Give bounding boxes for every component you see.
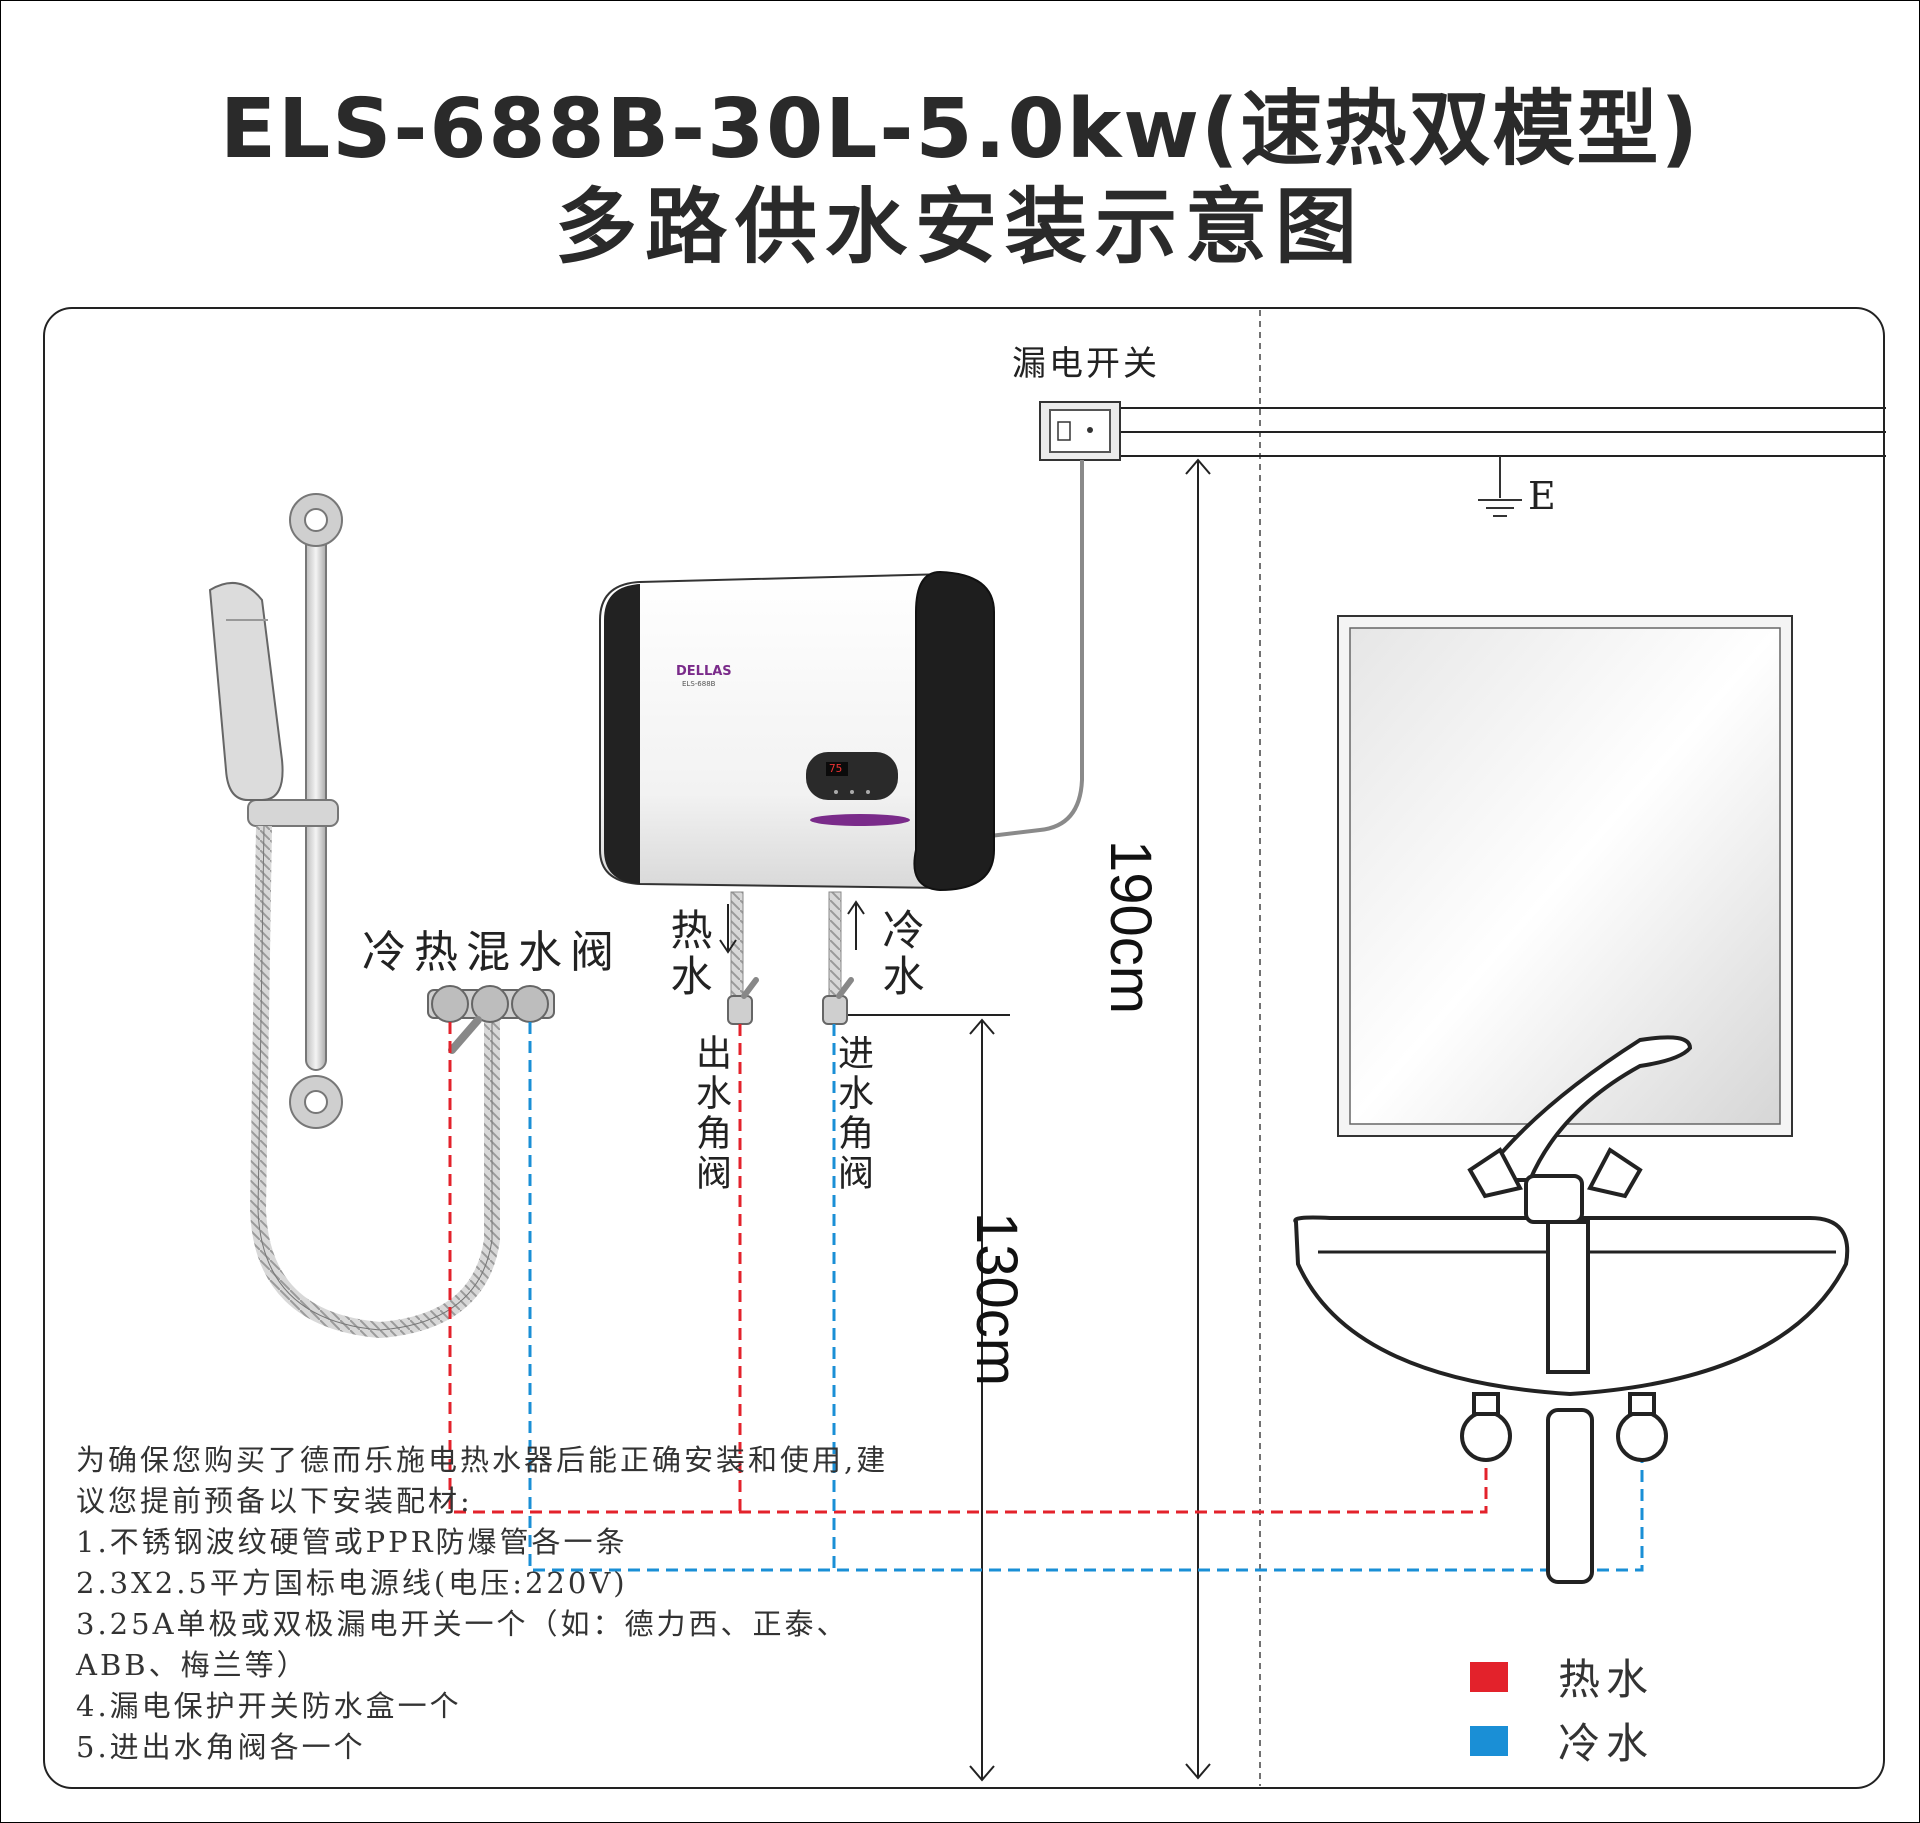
water-heater bbox=[599, 570, 995, 892]
height-190-label: 190cm bbox=[1098, 840, 1163, 1015]
heater-display: 75 bbox=[829, 762, 843, 775]
legend-hot-label: 热水 bbox=[1558, 1655, 1655, 1704]
note-line: 2.3X2.5平方国标电源线(电压:220V) bbox=[76, 1566, 628, 1600]
legend-hot: 热水 bbox=[1470, 1646, 1654, 1707]
legend-hot-swatch bbox=[1470, 1661, 1508, 1692]
dimension-190 bbox=[1185, 458, 1211, 1780]
hot-water-out-label: 热水 bbox=[664, 908, 713, 1000]
diagram-title: ELS-688B-30L-5.0kw(速热双模型) bbox=[220, 82, 1700, 177]
cold-in-arrow-icon bbox=[847, 900, 865, 950]
heater-brand: DELLAS bbox=[676, 664, 732, 679]
cold-water-pipe bbox=[528, 1022, 1644, 1572]
room-frame bbox=[43, 307, 1885, 1789]
shower-hose bbox=[249, 825, 500, 1339]
earth-icon bbox=[1478, 456, 1522, 517]
legend-cold-label: 冷水 bbox=[1558, 1719, 1655, 1768]
legend-cold-swatch bbox=[1470, 1725, 1508, 1756]
leakage-switch-box bbox=[1039, 401, 1121, 461]
leakage-switch-label: 漏电开关 bbox=[1012, 344, 1160, 384]
diagram-subtitle: 多路供水安装示意图 bbox=[554, 180, 1365, 275]
mixer-valve-label: 冷热混水阀 bbox=[362, 927, 622, 978]
note-line: ABB、梅兰等） bbox=[76, 1648, 309, 1682]
cold-flex-pipe bbox=[828, 891, 842, 999]
heater-model: ELS-688B bbox=[682, 680, 716, 688]
hot-water-pipe bbox=[448, 1022, 1488, 1514]
mirror bbox=[1337, 615, 1793, 1137]
height-130-label: 130cm bbox=[964, 1212, 1029, 1387]
inlet-angle-valve-label: 进水角阀 bbox=[832, 1034, 873, 1194]
note-line: 1.不锈钢波纹硬管或PPR防爆管各一条 bbox=[76, 1525, 628, 1559]
installation-notes: 为确保您购买了德而乐施电热水器后能正确安装和使用,建 议您提前预备以下安装配材:… bbox=[76, 1440, 888, 1768]
shower-rail bbox=[247, 493, 343, 1129]
cold-water-in-label: 冷水 bbox=[876, 908, 925, 1000]
note-line: 3.25A单极或双极漏电开关一个（如：德力西、正泰、 bbox=[76, 1607, 849, 1641]
hot-out-arrow-icon bbox=[719, 904, 737, 954]
note-line: 为确保您购买了德而乐施电热水器后能正确安装和使用,建 bbox=[76, 1443, 889, 1477]
shower-head-icon bbox=[208, 582, 284, 801]
outlet-angle-valve-label: 出水角阀 bbox=[690, 1034, 731, 1194]
legend-cold: 冷水 bbox=[1470, 1710, 1654, 1771]
power-cable bbox=[989, 460, 1084, 838]
note-line: 5.进出水角阀各一个 bbox=[76, 1730, 366, 1764]
dimension-130 bbox=[845, 1014, 1010, 1782]
note-line: 议您提前预备以下安装配材: bbox=[76, 1484, 473, 1518]
earth-label: E bbox=[1528, 474, 1556, 518]
note-line: 4.漏电保护开关防水盒一个 bbox=[76, 1689, 462, 1723]
wash-basin bbox=[1293, 1035, 1850, 1584]
mixer-valve bbox=[427, 985, 555, 1054]
